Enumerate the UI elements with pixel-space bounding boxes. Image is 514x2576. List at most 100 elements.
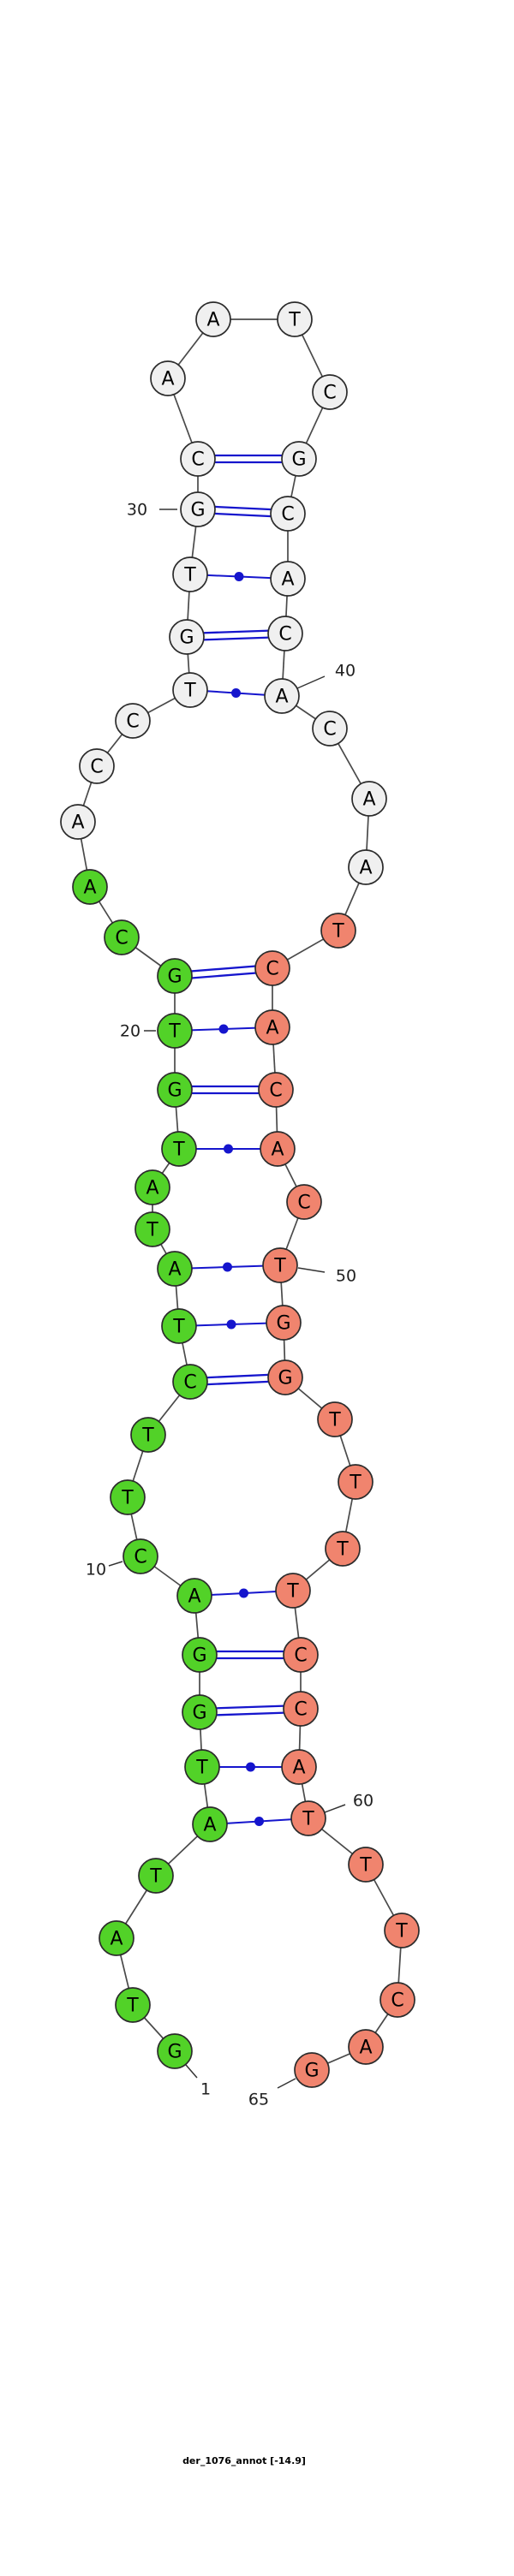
- position-label-tick: [185, 2064, 198, 2079]
- nucleotide-base-letter: G: [291, 449, 306, 471]
- nucleotide-circle: [312, 374, 348, 410]
- nucleotide-6-T: T: [184, 1749, 220, 1785]
- nucleotide-base-letter: G: [179, 628, 194, 649]
- nucleotide-base-letter: C: [297, 1193, 310, 1214]
- nucleotide-base-letter: A: [275, 687, 288, 708]
- nucleotide-base-letter: A: [168, 1259, 181, 1281]
- nucleotide-base-letter: C: [266, 959, 278, 980]
- nucleotide-base-letter: C: [191, 449, 204, 471]
- nucleotide-base-letter: T: [349, 1472, 362, 1494]
- nucleotide-circle: [384, 1913, 420, 1948]
- nucleotide-base-letter: T: [146, 1220, 158, 1241]
- nucleotide-circle: [348, 849, 384, 885]
- nucleotide-circle: [267, 616, 303, 651]
- nucleotide-base-letter: G: [167, 967, 182, 988]
- nucleotide-circle: [277, 301, 313, 337]
- basepair-bond-dot: [223, 1262, 232, 1272]
- nucleotide-26-C: C: [115, 703, 151, 739]
- nucleotide-circle: [180, 441, 216, 477]
- nucleotide-46-A: A: [254, 1009, 290, 1045]
- basepair-bond-dot: [234, 572, 244, 581]
- nucleotide-circle: [110, 1479, 146, 1515]
- nucleotide-base-letter: C: [183, 1372, 196, 1394]
- nucleotide-circle: [286, 1184, 322, 1220]
- nucleotide-base-letter: C: [391, 1990, 403, 2012]
- nucleotide-base-letter: T: [126, 1996, 139, 2017]
- nucleotide-base-letter: T: [149, 1866, 162, 1888]
- nucleotide-15-A: A: [157, 1251, 193, 1287]
- position-label-40: 40: [335, 662, 356, 681]
- nucleotide-base-letter: T: [141, 1425, 154, 1447]
- nucleotide-circle: [320, 913, 356, 949]
- nucleotide-circle: [134, 1211, 170, 1247]
- nucleotide-base-letter: A: [71, 812, 84, 834]
- nucleotide-20-T: T: [157, 1013, 193, 1049]
- basepair-bond-dot: [226, 1319, 236, 1330]
- nucleotide-base-letter: T: [183, 681, 196, 702]
- nucleotide-33-A: A: [195, 301, 231, 337]
- nucleotide-base-letter: C: [134, 1547, 146, 1568]
- nucleotide-base-letter: A: [266, 1018, 278, 1039]
- nucleotide-base-letter: T: [273, 1256, 286, 1277]
- nucleotide-58-C: C: [283, 1691, 319, 1727]
- nucleotide-31-C: C: [180, 441, 216, 477]
- nucleotide-64-A: A: [348, 2029, 384, 2065]
- position-label-tick: [324, 1804, 346, 1813]
- nucleotide-base-letter: G: [167, 1080, 182, 1102]
- nucleotide-circle: [290, 1800, 326, 1836]
- nucleotide-circle: [325, 1531, 361, 1567]
- nucleotide-base-letter: C: [115, 928, 128, 949]
- nucleotide-17-A: A: [134, 1169, 170, 1205]
- nucleotide-22-C: C: [104, 919, 140, 955]
- nucleotide-circle: [195, 301, 231, 337]
- nucleotide-circle: [157, 958, 193, 994]
- basepair-bond-dot: [246, 1762, 255, 1772]
- position-label-20: 20: [120, 1022, 140, 1041]
- nucleotide-circle: [283, 1691, 319, 1727]
- nucleotide-base-letter: G: [192, 1645, 206, 1667]
- nucleotide-circle: [267, 1359, 303, 1395]
- nucleotide-circle: [283, 1637, 319, 1673]
- nucleotide-circle: [275, 1573, 311, 1609]
- nucleotide-23-A: A: [72, 869, 108, 905]
- nucleotide-base-letter: C: [294, 1699, 307, 1721]
- nucleotide-1-G: G: [157, 2033, 193, 2069]
- nucleotide-circle: [182, 1637, 218, 1673]
- nucleotide-circle: [312, 711, 348, 747]
- nucleotide-circle: [99, 1920, 134, 1956]
- nucleotide-circle: [157, 2033, 193, 2069]
- nucleotide-base-letter: T: [336, 1539, 349, 1561]
- figure-caption: der_1076_annot [-14.9]: [182, 2455, 306, 2466]
- nucleotide-base-letter: T: [286, 1581, 299, 1603]
- nucleotide-61-T: T: [348, 1847, 384, 1883]
- nucleotide-2-T: T: [115, 1987, 151, 2023]
- position-label-1: 1: [200, 2080, 211, 2099]
- basepair-bond-dot: [224, 1144, 233, 1154]
- nucleotide-circle: [338, 1464, 374, 1500]
- nucleotide-5-A: A: [192, 1806, 228, 1842]
- nucleotide-4-T: T: [138, 1858, 174, 1894]
- nucleotide-circle: [115, 1987, 151, 2023]
- nucleotide-base-letter: G: [304, 2061, 319, 2082]
- nucleotide-27-T: T: [172, 672, 208, 708]
- nucleotide-21-G: G: [157, 958, 193, 994]
- nucleotide-base-letter: A: [271, 1139, 284, 1161]
- nucleotide-7-G: G: [182, 1694, 218, 1730]
- nucleotide-base-letter: C: [278, 624, 291, 645]
- nucleotide-circle: [266, 1305, 302, 1341]
- nucleotide-circle: [115, 703, 151, 739]
- nucleotide-base-letter: T: [332, 921, 344, 943]
- nucleotide-59-A: A: [281, 1749, 317, 1785]
- nucleotide-45-C: C: [254, 950, 290, 986]
- nucleotide-base-letter: A: [83, 878, 96, 899]
- nucleotide-28-G: G: [169, 619, 205, 655]
- nucleotide-51-G: G: [266, 1305, 302, 1341]
- nucleotide-base-letter: G: [167, 2042, 182, 2063]
- nucleotide-3-A: A: [99, 1920, 134, 1956]
- nucleotide-40-A: A: [264, 678, 300, 714]
- nucleotide-base-letter: C: [281, 504, 294, 526]
- nucleotide-55-T: T: [325, 1531, 361, 1567]
- nucleotide-37-C: C: [270, 496, 306, 532]
- nucleotide-18-T: T: [161, 1131, 197, 1167]
